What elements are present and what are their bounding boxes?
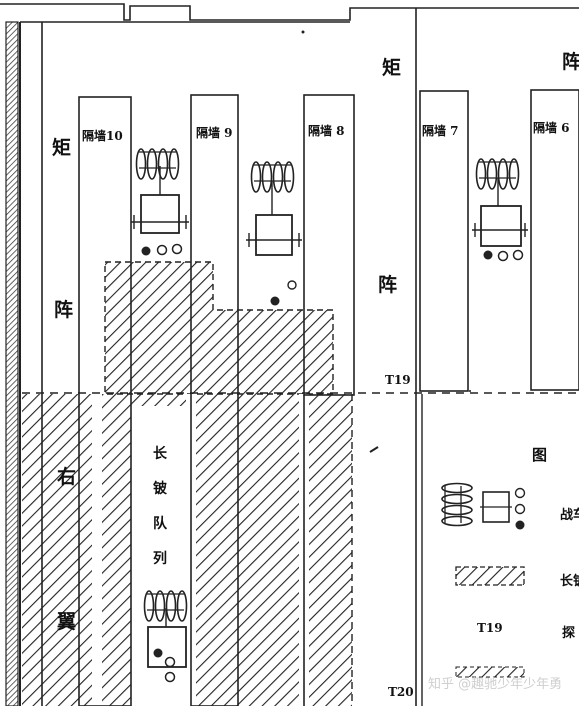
wall-label-6: 隔墙 6 [533,121,570,135]
top-edge [0,3,579,21]
column-label-char-1: 长 [153,446,167,462]
column-label-char-4: 列 [153,551,167,567]
column-label-char-3: 队 [153,516,167,532]
watermark: 知乎 @趣驰少年少年勇 [428,677,563,692]
formation-label-right: 矩 [382,57,402,79]
chariot-group-3 [472,158,528,262]
formation-label-right-2: 阵 [562,51,579,73]
legend-item-pit: 探 [562,626,576,641]
wall-label-7: 隔墙 7 [422,124,459,138]
legend-item-column: 长铍 [560,574,579,589]
wall-label-10: 隔墙10 [82,129,123,143]
legend-hatch-symbol [455,566,525,586]
wall-label-9: 隔墙 9 [196,126,233,140]
formation-label-right-3: 阵 [378,274,398,296]
legend-chariot-symbol [441,482,526,530]
formation-label-left-2: 阵 [54,299,74,321]
wall-label-8: 隔墙 8 [308,124,345,138]
chariot-group-2 [246,161,302,306]
wing-label-b: 翼 [57,611,77,633]
marker-t20: T20 [388,685,414,699]
legend-item-chariot: 战车 [560,508,579,523]
hatched-area-upper [104,261,334,395]
chariot-group-1 [131,148,189,256]
legend [421,394,526,706]
wing-label-a: 右 [57,466,77,488]
legend-title: 图 [532,446,548,464]
legend-t19: T19 [477,621,503,635]
column-label-char-2: 铍 [153,481,167,497]
chariot-group-4 [143,590,188,683]
boundary-hatch [5,21,19,707]
formation-label-left: 矩 [52,137,72,159]
marker-t19: T19 [385,373,411,387]
